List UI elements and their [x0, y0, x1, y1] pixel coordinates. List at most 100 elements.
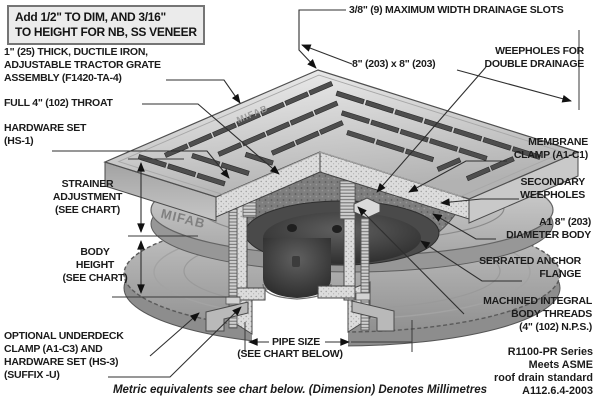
- grate-slot: [482, 136, 512, 151]
- note-box-line-1: Add 1/2" TO DIM, AND 3/16": [15, 10, 166, 24]
- grate-slot: [196, 172, 226, 187]
- label-strainer-line-1: STRAINER: [61, 178, 114, 190]
- label-serrated-line-2: FLANGE: [539, 268, 581, 280]
- label-throat: FULL 4" (102) THROAT: [4, 97, 113, 109]
- leader-serrated-flange: [420, 240, 522, 282]
- tractor-grate: MIFAB: [103, 69, 580, 224]
- grate-slot: [453, 127, 483, 142]
- drainage-slots: [137, 80, 542, 187]
- label-underdeck-line-1: OPTIONAL UNDERDECK: [4, 330, 124, 342]
- label-body-height-line-3: (SEE CHART): [62, 272, 128, 284]
- label-membrane-line-2: CLAMP (A1-C1): [513, 149, 588, 161]
- grate-slot: [394, 109, 424, 123]
- label-weepholes-line-1: WEEPHOLES FOR: [495, 45, 584, 57]
- drain-nub: [292, 256, 300, 267]
- label-diameter-body: A1 8" (203) DIAMETER BODY: [506, 216, 591, 242]
- leader-weepholes: [376, 66, 487, 193]
- grate-slot: [313, 100, 339, 116]
- grate-slot: [319, 120, 344, 135]
- dim-grate-size-left: [301, 44, 353, 65]
- leader-body-threads: [357, 206, 465, 315]
- label-strainer-line-2: ADJUSTMENT: [52, 191, 123, 203]
- series-line-2: Meets ASME: [528, 359, 593, 371]
- outlet-pipe-interior: [263, 238, 331, 298]
- label-diameter-line-1: A1 8" (203): [539, 216, 591, 228]
- label-pipe-size-chart: (SEE CHART BELOW): [237, 348, 343, 360]
- leader-hardware-set: [52, 150, 230, 179]
- grate-rim-line: [117, 74, 565, 197]
- grate-slot: [191, 153, 221, 167]
- clamp-nut-left: [225, 296, 241, 305]
- label-grate-assembly: 1" (25) THICK, DUCTILE IRON, ADJUSTABLE …: [4, 46, 161, 85]
- weephole: [332, 225, 342, 233]
- grate-slot: [346, 129, 376, 144]
- label-membrane-line-1: MEMBRANE: [528, 136, 588, 148]
- grate-slot: [436, 157, 462, 172]
- label-serrated-line-1: SERRATED ANCHOR: [479, 255, 581, 267]
- grate-slot: [375, 139, 405, 153]
- label-grate-assembly-line-2: ADJUSTABLE TRACTOR GRATE: [4, 59, 161, 71]
- label-hardware-set-line-1: HARDWARE SET: [4, 122, 87, 134]
- grate-slot: [137, 154, 167, 168]
- note-box-line-2: TO HEIGHT FOR NB, SS VENEER: [15, 25, 197, 39]
- leader-underdeck-2: [108, 306, 242, 378]
- label-membrane-clamp: MEMBRANE CLAMP (A1-C1): [514, 136, 588, 162]
- grate-slot: [270, 141, 296, 156]
- leader-secondary-weepholes: [440, 198, 519, 206]
- series-line-3: roof drain standard: [494, 372, 593, 384]
- grate-slot: [294, 130, 320, 146]
- dim-grate-size-right: [456, 69, 572, 103]
- outlet-wall-cut-right: [317, 285, 356, 299]
- label-underdeck-line-3: HARDWARE SET (HS-3): [4, 356, 119, 368]
- label-secondary-weepholes: SECONDARY WEEPHOLES: [520, 176, 585, 202]
- leader-drainage-slots: [298, 9, 346, 69]
- annotation-lines: [52, 9, 580, 378]
- label-grate-size: 8" (203) x 8" (203): [352, 58, 436, 70]
- grate-slot: [188, 132, 213, 148]
- grate-slot: [167, 163, 197, 178]
- grate-slot: [260, 101, 286, 117]
- grate-slot: [489, 156, 515, 171]
- label-grate-assembly-line-1: 1" (25) THICK, DUCTILE IRON,: [4, 46, 148, 58]
- label-hardware-set: HARDWARE SET (HS-1): [4, 122, 86, 148]
- footer-note: Metric equivalents see chart below. (Dim…: [112, 384, 488, 396]
- leader-underdeck-1: [149, 312, 200, 357]
- grate-slot: [217, 142, 243, 157]
- series-line-1: R1100-PR Series: [507, 346, 593, 358]
- label-body-height-line-1: BODY: [80, 246, 110, 258]
- grate-slot: [399, 128, 429, 143]
- grate-slot: [429, 138, 459, 152]
- label-weepholes-line-2: DOUBLE DRAINAGE: [484, 58, 584, 70]
- leader-throat: [142, 103, 280, 175]
- grate-slot: [244, 151, 274, 166]
- grate-slot: [423, 118, 453, 133]
- leader-grate-assembly: [166, 79, 241, 104]
- label-body-threads: MACHINED INTEGRAL BODY THREADS (4" (102)…: [483, 295, 592, 334]
- label-threads-line-1: MACHINED INTEGRAL: [483, 295, 592, 307]
- label-series-note: R1100-PR Series Meets ASME roof drain st…: [494, 346, 593, 398]
- grate-slot: [284, 91, 310, 106]
- label-hardware-set-line-2: (HS-1): [4, 135, 34, 147]
- grate-slot: [364, 99, 395, 114]
- grate-slot: [308, 80, 334, 96]
- label-body-height-line-2: HEIGHT: [75, 259, 115, 271]
- label-strainer-adjustment: STRAINER ADJUSTMENT (SEE CHART): [30, 178, 145, 217]
- grate-slot: [265, 121, 291, 136]
- label-pipe-size: PIPE SIZE: [272, 336, 320, 348]
- clamp-nut-right: [355, 292, 371, 301]
- outlet-wall-cut-left: [236, 287, 266, 301]
- label-grate-assembly-line-3: ASSEMBLY (F1420-TA-4): [4, 72, 122, 84]
- label-secondary-line-1: SECONDARY: [520, 176, 586, 188]
- label-threads-line-2: BODY THREADS: [511, 308, 592, 320]
- underdeck-clamp-right: [351, 300, 395, 332]
- leader-membrane-clamp: [408, 160, 507, 193]
- grate-slot: [465, 166, 491, 182]
- label-threads-line-3: (4" (102) N.P.S.): [519, 321, 592, 333]
- grate-slot: [289, 110, 315, 126]
- label-body-height: BODY HEIGHT (SEE CHART): [36, 246, 154, 285]
- label-secondary-line-2: WEEPHOLES: [520, 189, 585, 201]
- leader-diameter-body: [432, 213, 496, 240]
- label-serrated-flange: SERRATED ANCHOR FLANGE: [479, 255, 581, 281]
